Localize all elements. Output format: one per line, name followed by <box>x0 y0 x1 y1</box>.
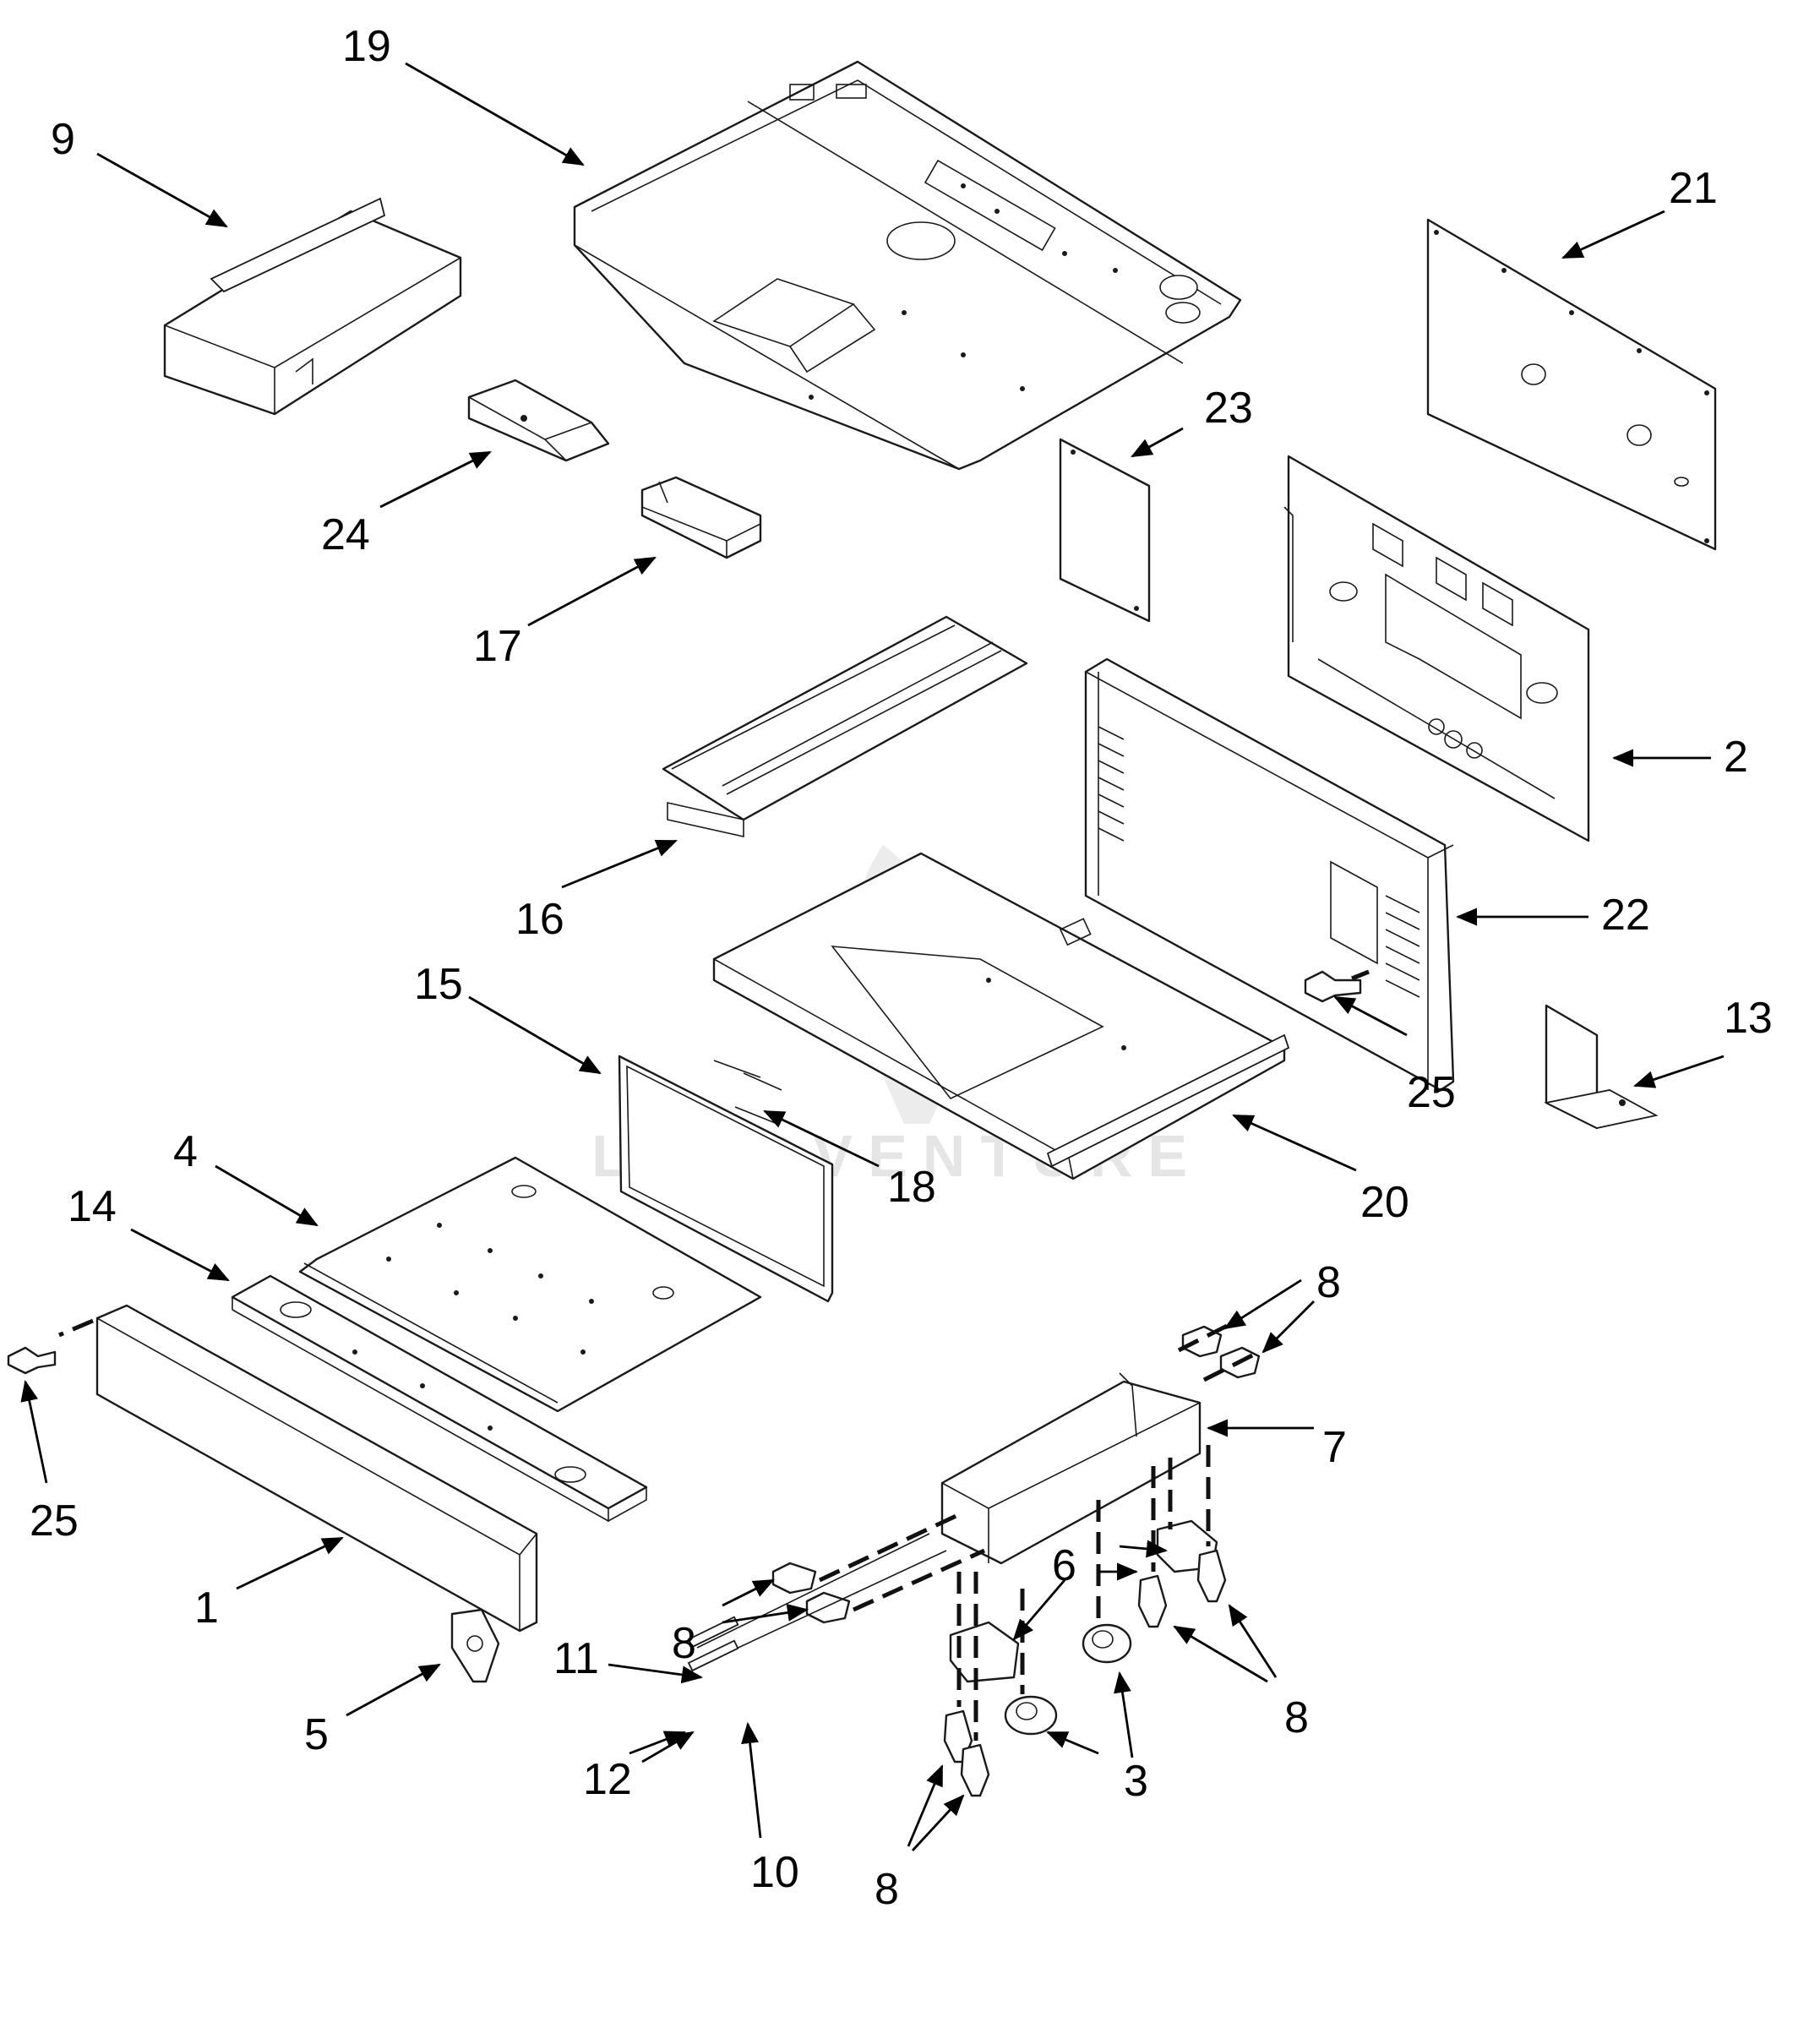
part-21-rear-panel <box>1426 218 1717 551</box>
leader-lines <box>20 62 1725 1851</box>
screw-8-left-1 <box>771 1562 817 1595</box>
part-14-long-rail <box>231 1274 648 1523</box>
part-5-clip <box>450 1608 500 1683</box>
part-16-channel <box>662 615 1028 837</box>
callout-25-left: 25 <box>30 1496 79 1546</box>
callout-8-top: 8 <box>1316 1258 1341 1307</box>
screw-8-bottom-2 <box>960 1743 990 1797</box>
callout-17: 17 <box>473 622 522 671</box>
callout-22: 22 <box>1601 891 1650 940</box>
callout-2: 2 <box>1724 733 1748 782</box>
callout-14: 14 <box>68 1182 117 1231</box>
screws <box>7 970 1362 1797</box>
callout-24: 24 <box>321 510 370 559</box>
callouts: 9 19 21 23 24 17 2 22 16 15 25 13 18 20 … <box>30 22 1773 1914</box>
part-22-side-panel <box>1084 657 1455 1092</box>
callout-19: 19 <box>342 22 391 71</box>
callout-3: 3 <box>1124 1757 1148 1806</box>
part-2-back-panel <box>1283 455 1590 842</box>
part-4-floor-plate <box>298 1156 762 1413</box>
callout-8-bottom: 8 <box>875 1865 899 1914</box>
part-1-front-trim <box>95 1304 538 1633</box>
callout-15: 15 <box>414 960 463 1009</box>
callout-1: 1 <box>194 1584 219 1633</box>
part-15-gasket <box>618 1055 834 1303</box>
callout-21: 21 <box>1669 164 1718 213</box>
assembly-lines <box>58 969 1370 1741</box>
callout-20: 20 <box>1360 1178 1409 1227</box>
part-20-drawer-frame <box>712 852 1290 1180</box>
screw-8-right-1 <box>1137 1574 1168 1628</box>
part-23-plate <box>1059 438 1151 623</box>
callout-9: 9 <box>51 115 75 164</box>
callout-11: 11 <box>553 1634 599 1683</box>
part-13-bracket <box>1544 1004 1659 1130</box>
callout-7: 7 <box>1322 1423 1347 1472</box>
callout-23: 23 <box>1204 384 1253 433</box>
part-19-top-panel <box>573 60 1242 471</box>
callout-8-right: 8 <box>1284 1693 1309 1742</box>
callout-12: 12 <box>583 1755 632 1804</box>
screw-25-left <box>7 1346 57 1375</box>
callout-8-left: 8 <box>672 1619 696 1668</box>
screw-25-right <box>1304 970 1362 1003</box>
screw-8-left-2 <box>805 1591 851 1624</box>
callout-25-right: 25 <box>1407 1068 1456 1117</box>
callout-16: 16 <box>515 895 564 944</box>
screw-8-right-2 <box>1196 1549 1227 1603</box>
part-9-tray <box>163 197 462 416</box>
callout-10: 10 <box>750 1848 799 1897</box>
part-17-bracket <box>640 476 762 559</box>
part-7-channel <box>940 1372 1202 1565</box>
callout-4: 4 <box>173 1127 198 1176</box>
callout-13: 13 <box>1724 994 1773 1043</box>
part-24-bracket <box>467 379 610 462</box>
callout-6: 6 <box>1052 1541 1076 1590</box>
part-3-leveler <box>1004 1623 1132 1736</box>
callout-18: 18 <box>887 1163 936 1212</box>
callout-5: 5 <box>304 1710 329 1759</box>
